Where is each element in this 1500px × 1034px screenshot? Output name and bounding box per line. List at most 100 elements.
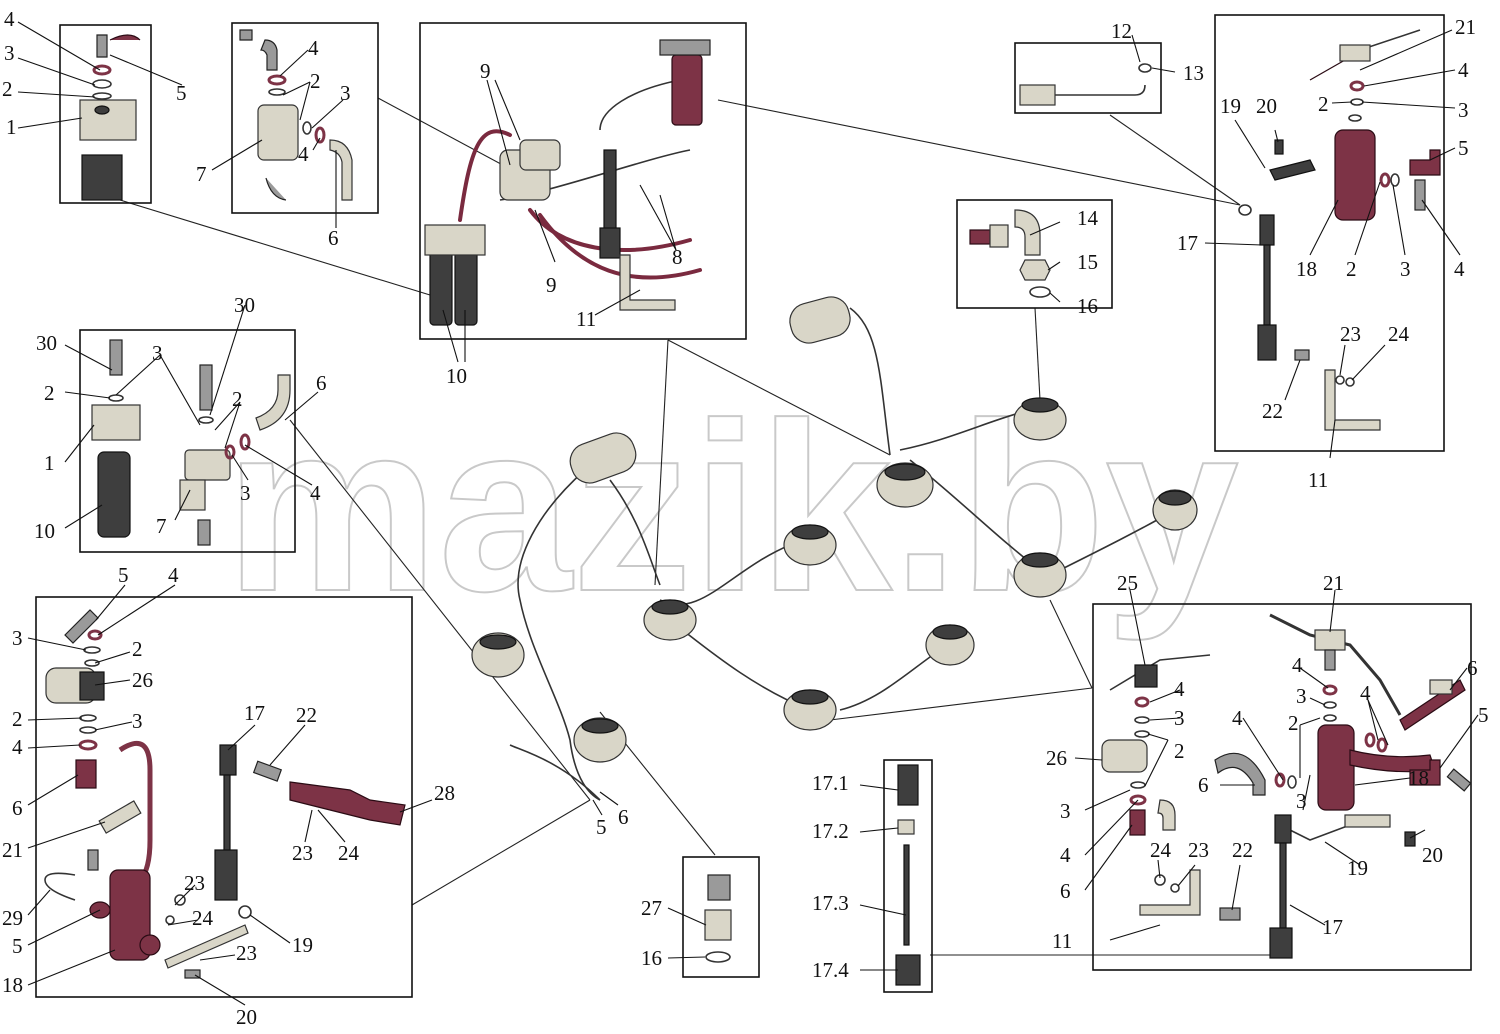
callout-22: 22 <box>296 703 317 727</box>
callout-26: 26 <box>1046 746 1067 770</box>
callout-1: 1 <box>44 451 55 475</box>
callout-17-1: 17.1 <box>812 771 849 795</box>
callout-3: 3 <box>12 626 23 650</box>
callout-2: 2 <box>1174 739 1185 763</box>
callout-19: 19 <box>1347 856 1368 880</box>
callout-19: 19 <box>1220 94 1241 118</box>
inset-f <box>956 199 1113 309</box>
callout-24: 24 <box>192 906 214 930</box>
inset-b <box>231 22 379 214</box>
callout-17-4: 17.4 <box>812 958 849 982</box>
callout-4: 4 <box>1458 58 1469 82</box>
callout-4: 4 <box>1292 653 1303 677</box>
callout-3: 3 <box>340 81 351 105</box>
callout-3: 3 <box>240 481 251 505</box>
callout-24: 24 <box>338 841 360 865</box>
callout-17: 17 <box>244 701 265 725</box>
callout-15: 15 <box>1077 250 1098 274</box>
callout-18: 18 <box>1408 766 1429 790</box>
callout-4: 4 <box>308 36 319 60</box>
callout-18: 18 <box>2 973 23 997</box>
inset-k <box>1092 603 1472 971</box>
callout-20: 20 <box>1422 843 1443 867</box>
callout-5: 5 <box>596 815 607 839</box>
callout-4: 4 <box>1232 706 1243 730</box>
callout-6: 6 <box>618 805 629 829</box>
callout-23: 23 <box>236 941 257 965</box>
callout-2: 2 <box>1346 257 1357 281</box>
callout-1: 1 <box>6 115 17 139</box>
callout-4: 4 <box>12 735 23 759</box>
callout-3: 3 <box>1174 706 1185 730</box>
callout-2: 2 <box>2 77 13 101</box>
callout-17-2: 17.2 <box>812 819 849 843</box>
callout-2: 2 <box>44 381 55 405</box>
air-receiver-upper <box>789 296 851 344</box>
callout-16: 16 <box>1077 294 1098 318</box>
callout-26: 26 <box>132 668 153 692</box>
inset-e <box>1214 14 1445 452</box>
callout-23: 23 <box>1340 322 1361 346</box>
callout-16: 16 <box>641 946 662 970</box>
callout-4: 4 <box>298 142 309 166</box>
callout-6: 6 <box>1198 773 1209 797</box>
callout-5: 5 <box>12 934 23 958</box>
callout-10: 10 <box>34 519 55 543</box>
callout-8: 8 <box>672 245 683 269</box>
callout-4: 4 <box>310 481 321 505</box>
main-assembly <box>471 296 1198 801</box>
callout-17: 17 <box>1177 231 1198 255</box>
callout-22: 22 <box>1232 838 1253 862</box>
callout-23: 23 <box>1188 838 1209 862</box>
callout-4: 4 <box>4 7 15 31</box>
callout-19: 19 <box>292 933 313 957</box>
callout-3: 3 <box>1296 684 1307 708</box>
callout-4: 4 <box>1360 681 1371 705</box>
callout-6: 6 <box>1467 656 1478 680</box>
callout-29: 29 <box>2 906 23 930</box>
callout-24: 24 <box>1150 838 1172 862</box>
inset-g <box>79 329 296 553</box>
callout-17-3: 17.3 <box>812 891 849 915</box>
callout-7: 7 <box>156 514 167 538</box>
watermark: mazik.by <box>225 373 1239 641</box>
callout-4: 4 <box>1174 677 1185 701</box>
callout-13: 13 <box>1183 61 1204 85</box>
callout-3: 3 <box>132 709 143 733</box>
callout-22: 22 <box>1262 399 1283 423</box>
callout-3: 3 <box>1296 789 1307 813</box>
callout-30: 30 <box>36 331 57 355</box>
callout-21: 21 <box>1455 15 1476 39</box>
callout-20: 20 <box>1256 94 1277 118</box>
leader-lines <box>17 21 1479 1006</box>
air-receiver-middle <box>569 432 637 484</box>
callout-5: 5 <box>176 81 187 105</box>
callout-6: 6 <box>316 371 327 395</box>
callout-25: 25 <box>1117 571 1138 595</box>
callout-12: 12 <box>1111 19 1132 43</box>
callout-3: 3 <box>1458 98 1469 122</box>
callout-17: 17 <box>1322 915 1343 939</box>
callout-23: 23 <box>292 841 313 865</box>
callout-5: 5 <box>1458 136 1469 160</box>
inset-d <box>1014 42 1162 114</box>
callout-20: 20 <box>236 1005 257 1029</box>
connector-lines <box>119 97 1280 956</box>
callout-5: 5 <box>118 563 129 587</box>
callout-24: 24 <box>1388 322 1410 346</box>
callout-2: 2 <box>1288 711 1299 735</box>
air-bellows <box>471 397 1198 763</box>
callout-2: 2 <box>310 69 321 93</box>
callout-3: 3 <box>4 41 15 65</box>
callout-9: 9 <box>546 273 557 297</box>
callout-21: 21 <box>1323 571 1344 595</box>
callout-2: 2 <box>12 707 23 731</box>
callout-11: 11 <box>1308 468 1328 492</box>
inset-a <box>59 24 152 204</box>
callout-23: 23 <box>184 871 205 895</box>
callout-6: 6 <box>328 226 339 250</box>
callout-18: 18 <box>1296 257 1317 281</box>
callout-4: 4 <box>1060 843 1071 867</box>
inset-h <box>35 596 413 998</box>
